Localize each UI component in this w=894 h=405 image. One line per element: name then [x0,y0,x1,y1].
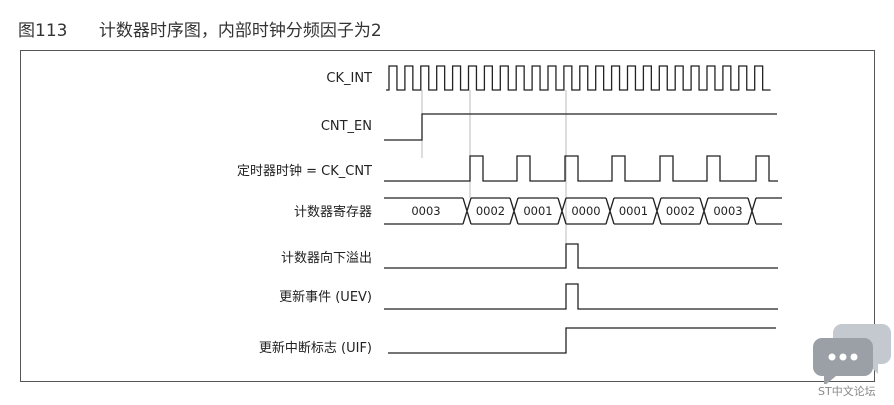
signal-label-uev: 更新事件 (UEV) [279,289,372,305]
figure-caption: 计数器时序图，内部时钟分频因子为2 [98,21,382,41]
signal-label-cnt-en: CNT_EN [321,119,372,134]
counter-bus [384,197,782,225]
figure-title: 图113 计数器时序图，内部时钟分频因子为2 [18,16,382,41]
ck-int-waveform [386,65,771,91]
counter-value: 0002 [666,204,695,218]
signal-label-uif: 更新中断标志 (UIF) [259,340,372,356]
diagram-frame [20,50,875,382]
signal-label-ck-cnt: 定时器时钟 = CK_CNT [237,163,372,179]
counter-value: 0003 [411,204,440,218]
figure-number: 图113 [18,21,68,41]
counter-value: 0001 [619,204,648,218]
chat-bubble-icon [813,324,891,384]
counter-value: 0003 [713,204,742,218]
counter-value: 0002 [476,204,505,218]
counter-value: 0001 [523,204,552,218]
uif-waveform [388,327,776,354]
cnt-en-waveform [384,113,777,141]
watermark-text: ST中文论坛 [818,385,876,398]
signal-label-underflow: 计数器向下溢出 [281,250,372,266]
ck-cnt-waveform [384,155,778,182]
counter-value: 0000 [571,204,600,218]
signal-label-ck-int: CK_INT [326,71,372,86]
underflow-waveform [384,243,778,269]
signal-label-counter: 计数器寄存器 [294,204,372,220]
uev-waveform [384,283,778,310]
